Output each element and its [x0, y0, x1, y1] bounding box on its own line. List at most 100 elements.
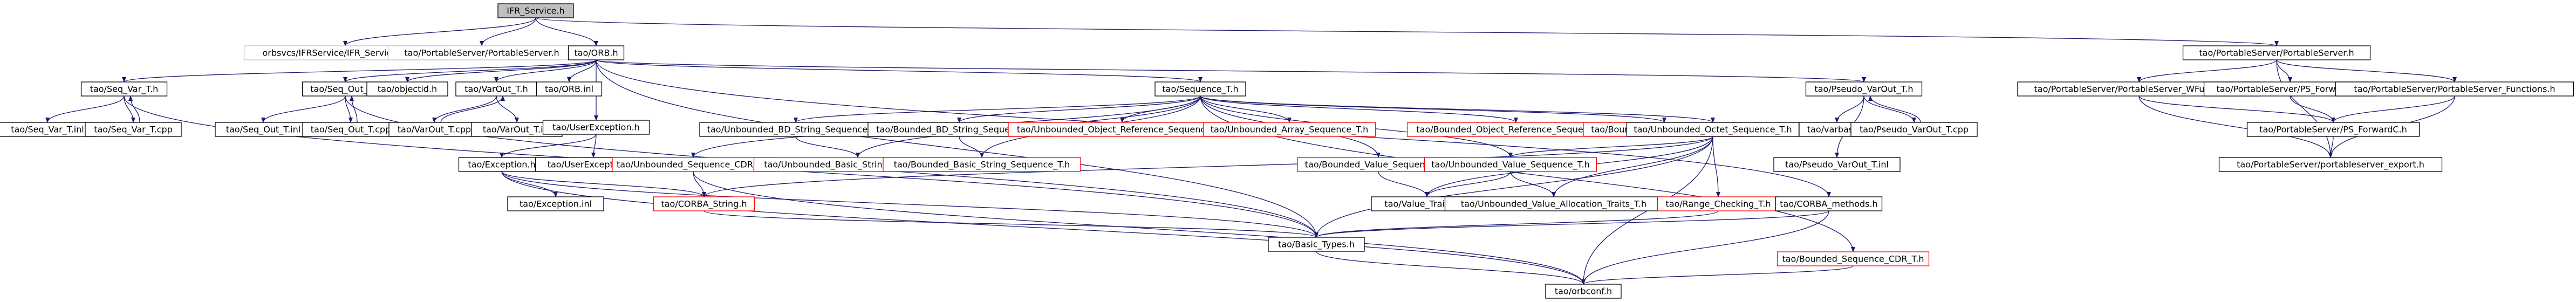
node-orb-h[interactable]: tao/ORB.h [568, 45, 625, 60]
edge-orb_h-to-seq_var_t_h [122, 59, 597, 83]
node-box [85, 122, 182, 137]
node-pseudo-varout-t-cpp[interactable]: tao/Pseudo_VarOut_T.cpp [1850, 122, 1978, 137]
edge-corba_methods_h-to-orbconf_h [1581, 210, 1829, 285]
node-unb-bd-string-h[interactable]: tao/Unbounded_BD_String_Sequence_T.h [699, 122, 892, 137]
node-label: tao/ORB.inl [545, 84, 593, 94]
node-box [1268, 237, 1365, 252]
edge-ifr_service_h-to-ifr_service_links [343, 17, 536, 46]
node-box [653, 196, 755, 211]
node-label: tao/Bounded_Object_Reference_Sequence_T.… [1416, 125, 1615, 135]
node-ps-functions-h[interactable]: tao/PortableServer/PortableServer_Functi… [2335, 81, 2574, 97]
node-exception-inl[interactable]: tao/Exception.inl [507, 196, 604, 211]
node-label: tao/Unbounded_Array_Sequence_T.h [1211, 125, 1369, 135]
node-unb-value-alloc-h[interactable]: tao/Unbounded_Value_Allocation_Traits_T.… [1444, 196, 1663, 211]
node-label: tao/Seq_Var_T.inl [11, 125, 84, 135]
node-objectid-h[interactable]: tao/objectid.h [366, 81, 448, 97]
edge-orb_h-to-sequence_t_h [596, 59, 1202, 83]
node-box [1657, 196, 1780, 211]
node-ps-export-h[interactable]: tao/PortableServer/portableserver_export… [2218, 157, 2443, 172]
node-label: tao/Unbounded_Sequence_CDR_T.h [617, 160, 770, 170]
node-orbconf-h[interactable]: tao/orbconf.h [1545, 284, 1622, 299]
node-box [2182, 45, 2371, 60]
edge-bnd_seq_cdr_h-to-orbconf_h [1581, 265, 1854, 285]
node-box [1202, 122, 1376, 137]
edge-sequence_t_h-to-bnd_seq_cdr_h [1200, 95, 1855, 252]
node-ifr-service-links[interactable]: orbsvcs/IFRService/IFR_Service_Utils.h [243, 45, 447, 60]
node-seq-out-t-cpp[interactable]: tao/Seq_Out_T.cpp [302, 122, 399, 137]
edge-seq_out_t_h-to-seq_out_t_inl [261, 95, 346, 123]
edge-sequence_t_h-to-bnd_objref_h [1200, 95, 1518, 123]
edge-unb_bd_string_h-to-unb_basic_string_h [795, 136, 860, 158]
edge-corba_methods_h-to-basic_types_h [1314, 210, 1829, 238]
node-ps-portableserver-h[interactable]: tao/PortableServer/PortableServer.h [2182, 45, 2371, 60]
node-box [2218, 157, 2443, 172]
node-label: tao/Unbounded_Value_Allocation_Traits_T.… [1461, 199, 1646, 210]
edge-orb_h-to-pseudo_varout_t_h [596, 59, 1866, 83]
node-bnd-basic-string-h[interactable]: tao/Bounded_Basic_String_Sequence_T.h [883, 157, 1081, 172]
node-box [388, 122, 480, 137]
node-unb-seq-cdr-h[interactable]: tao/Unbounded_Sequence_CDR_T.h [612, 157, 775, 172]
node-box [1545, 284, 1622, 299]
edge-seq_out_t_h-to-seq_out_t_cpp [345, 95, 353, 123]
node-box [497, 3, 574, 18]
node-box [542, 120, 650, 135]
edge-orb_h-to-orb_inl [567, 59, 597, 83]
node-seq-var-t-inl[interactable]: tao/Seq_Var_T.inl [0, 122, 96, 137]
node-pseudo-varout-t-inl[interactable]: tao/Pseudo_VarOut_T.inl [1773, 157, 1901, 172]
node-seq-var-t-cpp[interactable]: tao/Seq_Var_T.cpp [85, 122, 182, 137]
node-basic-types-h[interactable]: tao/Basic_Types.h [1268, 237, 1365, 252]
edge-unb_seq_cdr_h-to-orbconf_h [693, 171, 1586, 285]
node-unb-octet-h[interactable]: tao/Unbounded_Octet_Sequence_T.h [1626, 122, 1800, 137]
node-label: tao/Pseudo_VarOut_T.inl [1785, 160, 1889, 170]
node-sequence-t-h[interactable]: tao/Sequence_T.h [1154, 81, 1246, 97]
node-seq-var-t-h[interactable]: tao/Seq_Var_T.h [80, 81, 168, 97]
node-label: tao/Seq_Var_T.h [90, 84, 159, 95]
node-bnd-bd-string-h[interactable]: tao/Bounded_BD_String_Sequence_T.h [867, 122, 1051, 137]
node-label: tao/Bounded_Value_Sequence_T.h [1305, 160, 1452, 170]
node-box [0, 122, 96, 137]
edge-orb_h-to-basic_types_h [596, 59, 1318, 238]
node-unb-array-h[interactable]: tao/Unbounded_Array_Sequence_T.h [1202, 122, 1376, 137]
node-label: tao/Unbounded_Object_Reference_Sequence_… [1017, 125, 1227, 135]
edge-ifr_service_h-to-portable_server_h [480, 17, 536, 46]
node-orb-inl[interactable]: tao/ORB.inl [536, 81, 603, 97]
edge-basic_types_h-to-orbconf_h [1316, 251, 1586, 285]
node-pseudo-varout-t-h[interactable]: tao/Pseudo_VarOut_T.h [1805, 81, 1923, 97]
node-seq-out-t-inl[interactable]: tao/Seq_Out_T.inl [215, 122, 312, 137]
node-unb-value-h[interactable]: tao/Unbounded_Value_Sequence_T.h [1424, 157, 1597, 172]
node-box [1850, 122, 1978, 137]
node-box [366, 81, 448, 97]
file-nodes: IFR_Service.h orbsvcs/IFRService/IFR_Serv… [0, 3, 2574, 299]
node-unb-objref-h[interactable]: tao/Unbounded_Object_Reference_Sequence_… [1008, 122, 1236, 137]
node-box [302, 122, 399, 137]
node-portable-server-h[interactable]: tao/PortableServer/PortableServer.h [387, 45, 576, 60]
node-label: tao/VarOut_T.cpp [398, 125, 471, 135]
node-label: tao/Bounded_Basic_String_Sequence_T.h [894, 160, 1070, 170]
node-varout-t-cpp[interactable]: tao/VarOut_T.cpp [388, 122, 480, 137]
edge-unb_value_h-to-unb_value_alloc_h [1510, 171, 1556, 197]
edge-sequence_t_h-to-bnd_array_h [1200, 95, 1666, 123]
node-box [612, 157, 775, 172]
edge-range_checking_h-to-basic_types_h [1314, 210, 1719, 238]
node-corba-string-h[interactable]: tao/CORBA_String.h [653, 196, 755, 211]
node-bnd-seq-cdr-h[interactable]: tao/Bounded_Sequence_CDR_T.h [1776, 251, 1930, 266]
node-range-checking-h[interactable]: tao/Range_Checking_T.h [1657, 196, 1780, 211]
node-label: IFR_Service.h [507, 6, 564, 17]
node-exception-h[interactable]: tao/Exception.h [458, 157, 545, 172]
node-label: tao/Sequence_T.h [1162, 84, 1238, 95]
edge-ps_forwardc_h-to-ps_export_h [2328, 136, 2334, 158]
node-varout-t-h[interactable]: tao/VarOut_T.h [455, 81, 537, 97]
node-corba-methods-h[interactable]: tao/CORBA_methods.h [1775, 196, 1883, 211]
edge-orb_h-to-objectid_h [405, 59, 597, 83]
edge-bnd_value_h-to-value_traits_h [1378, 171, 1429, 197]
node-userexception-h[interactable]: tao/UserException.h [542, 120, 650, 135]
node-label: tao/PortableServer/PS_ForwardA.h [2216, 84, 2363, 95]
edge-exception_h-to-corba_string_h [501, 171, 706, 197]
node-ps-forwardc-h[interactable]: tao/PortableServer/PS_ForwardC.h [2246, 122, 2420, 137]
node-box [458, 157, 545, 172]
edge-unb_octet_h-to-corba_string_h [702, 136, 1713, 197]
node-label: tao/Seq_Var_T.cpp [94, 125, 173, 135]
edge-seq_var_t_h-to-seq_var_t_inl [45, 95, 125, 123]
edge-ifr_service_h-to-ps_portableserver_h [535, 17, 2278, 46]
edge-exception_h-to-orbconf_h [501, 171, 1586, 285]
